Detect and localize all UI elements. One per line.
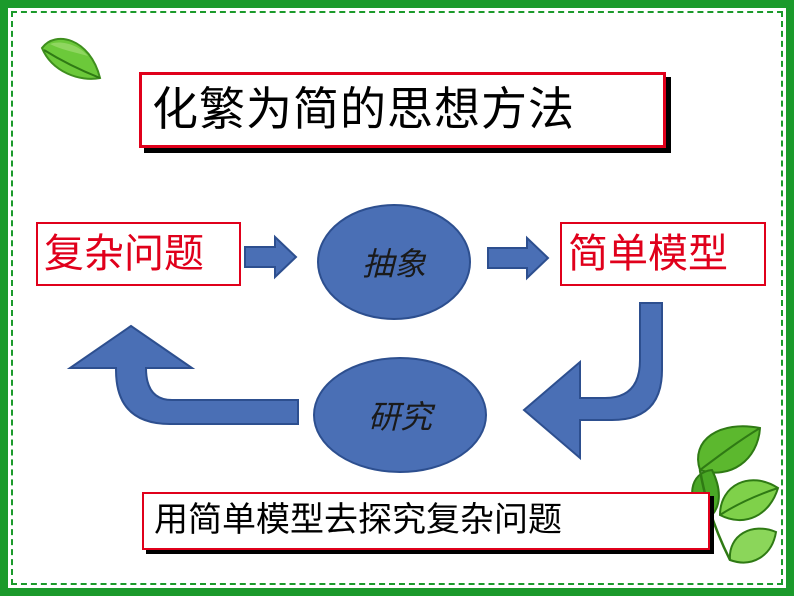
node-simple-model: 简单模型	[560, 222, 766, 286]
leaf-cluster-icon	[691, 425, 780, 564]
leaf-icon	[40, 37, 102, 80]
arrow-curve-down-left	[522, 302, 663, 461]
slide-frame-dashed	[11, 11, 783, 585]
arrow-right-2	[487, 235, 550, 281]
page-title: 化繁为简的思想方法	[139, 72, 666, 148]
arrow-right-1	[244, 234, 298, 280]
conclusion-box: 用简单模型去探究复杂问题	[142, 492, 710, 550]
ellipse-abstraction	[317, 204, 471, 320]
ellipse-research	[313, 357, 487, 473]
arrow-curve-left-up	[66, 324, 299, 425]
node-complex-problem: 复杂问题	[36, 222, 241, 286]
label-research: 研究	[368, 398, 436, 436]
label-abstraction: 抽象	[362, 245, 427, 283]
